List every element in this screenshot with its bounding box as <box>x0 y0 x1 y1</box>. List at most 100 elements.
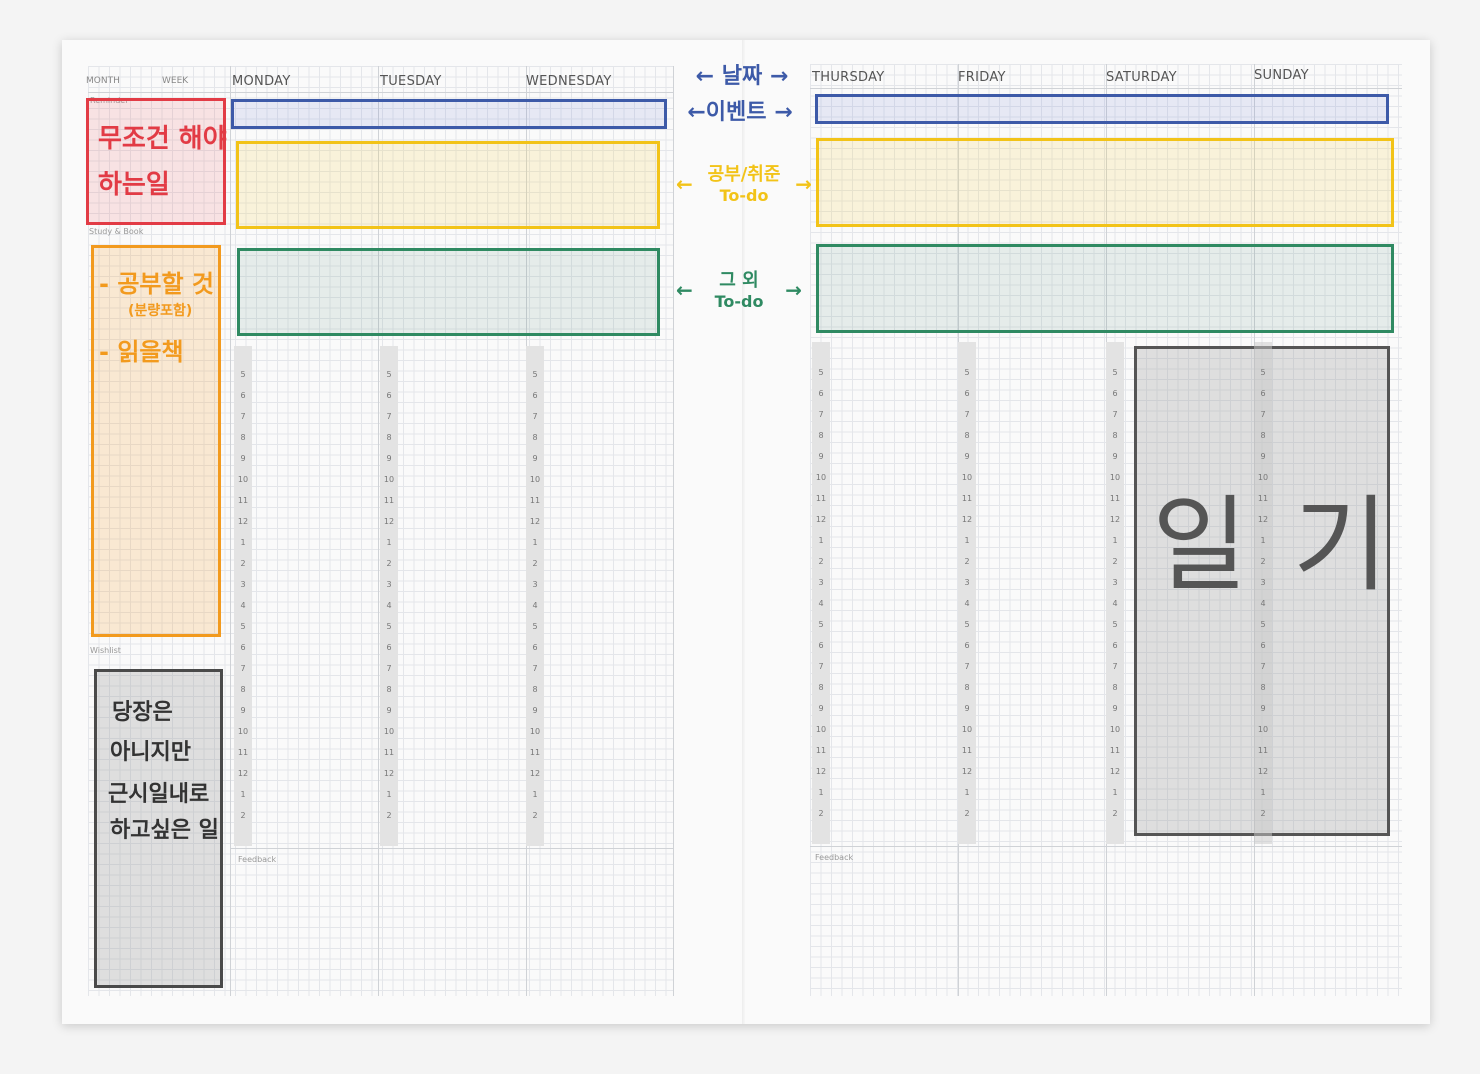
hour-label-saturday: 8 <box>1112 683 1118 692</box>
hour-label-friday: 6 <box>964 641 970 650</box>
hour-strip-thursday <box>812 342 830 844</box>
arrow-left-other: ← <box>676 278 693 302</box>
hour-label-saturday: 1 <box>1112 536 1118 545</box>
hour-label-wednesday: 9 <box>532 454 538 463</box>
month-label: MONTH <box>86 76 120 86</box>
hour-label-friday: 2 <box>964 557 970 566</box>
hour-label-sunday: 7 <box>1260 662 1266 671</box>
hour-label-wednesday: 10 <box>529 475 541 484</box>
hour-label-saturday: 12 <box>1109 515 1121 524</box>
hour-label-saturday: 2 <box>1112 557 1118 566</box>
hour-label-monday: 11 <box>237 748 249 757</box>
right-study-todo-box <box>816 138 1394 227</box>
hour-label-monday: 8 <box>240 433 246 442</box>
diary-label: 일 기 <box>1152 484 1395 606</box>
hour-label-thursday: 6 <box>818 389 824 398</box>
hour-label-sunday: 12 <box>1257 767 1269 776</box>
week-label: WEEK <box>162 76 189 86</box>
hour-label-saturday: 6 <box>1112 641 1118 650</box>
hour-label-thursday: 5 <box>818 620 824 629</box>
hour-label-wednesday: 10 <box>529 727 541 736</box>
hour-label-tuesday: 5 <box>386 370 392 379</box>
hour-label-friday: 1 <box>964 536 970 545</box>
right-other-todo-box <box>816 244 1394 333</box>
hour-label-thursday: 3 <box>818 578 824 587</box>
hour-label-wednesday: 7 <box>532 664 538 673</box>
hour-label-sunday: 4 <box>1260 599 1266 608</box>
someday-box <box>94 669 223 988</box>
hour-label-saturday: 1 <box>1112 788 1118 797</box>
hour-label-wednesday: 12 <box>529 517 541 526</box>
arrow-right-study: → <box>795 172 812 196</box>
right-header-rule <box>810 88 1402 89</box>
hour-label-saturday: 8 <box>1112 431 1118 440</box>
hour-label-thursday: 5 <box>818 368 824 377</box>
hour-label-tuesday: 8 <box>386 433 392 442</box>
other-annotation: ← 그 외 To-do → <box>676 266 802 311</box>
hour-label-friday: 10 <box>961 473 973 482</box>
study-book-box <box>91 245 221 637</box>
hour-label-wednesday: 4 <box>532 601 538 610</box>
hour-label-saturday: 10 <box>1109 725 1121 734</box>
hour-label-tuesday: 10 <box>383 475 395 484</box>
hour-label-tuesday: 9 <box>386 454 392 463</box>
hour-label-friday: 5 <box>964 620 970 629</box>
date-annotation: ← 날짜 → <box>695 64 789 89</box>
study-job-todo: To-do <box>719 186 769 205</box>
day-header-monday: MONDAY <box>232 74 291 89</box>
day-header-wednesday: WEDNESDAY <box>526 74 612 89</box>
hour-label-saturday: 6 <box>1112 389 1118 398</box>
hour-label-tuesday: 11 <box>383 748 395 757</box>
hour-label-saturday: 11 <box>1109 494 1121 503</box>
hour-label-thursday: 8 <box>818 683 824 692</box>
left-feedback-rule <box>230 848 674 849</box>
event-annotation: ←이벤트 → <box>687 100 793 125</box>
other-todo: To-do <box>714 292 764 311</box>
hour-strip-tuesday <box>380 346 398 846</box>
hour-label-sunday: 10 <box>1257 473 1269 482</box>
hour-label-wednesday: 6 <box>532 643 538 652</box>
hour-label-friday: 4 <box>964 599 970 608</box>
hour-label-sunday: 2 <box>1260 557 1266 566</box>
left-divider-1 <box>230 66 231 996</box>
day-header-tuesday: TUESDAY <box>380 74 442 89</box>
hour-label-saturday: 10 <box>1109 473 1121 482</box>
hour-label-thursday: 1 <box>818 536 824 545</box>
hour-label-saturday: 11 <box>1109 746 1121 755</box>
arrow-right-other: → <box>785 278 802 302</box>
hour-strip-saturday <box>1106 342 1124 844</box>
hour-label-friday: 5 <box>964 368 970 377</box>
hour-label-wednesday: 7 <box>532 412 538 421</box>
hour-label-monday: 6 <box>240 391 246 400</box>
hour-label-friday: 10 <box>961 725 973 734</box>
left-divider-4 <box>673 66 674 996</box>
hour-label-saturday: 9 <box>1112 704 1118 713</box>
hour-label-saturday: 9 <box>1112 452 1118 461</box>
left-header-rule <box>88 92 674 93</box>
hour-label-wednesday: 11 <box>529 748 541 757</box>
hour-label-thursday: 7 <box>818 662 824 671</box>
hour-label-sunday: 6 <box>1260 641 1266 650</box>
hour-label-thursday: 2 <box>818 557 824 566</box>
hour-label-friday: 9 <box>964 452 970 461</box>
hour-label-friday: 8 <box>964 431 970 440</box>
hour-label-monday: 10 <box>237 475 249 484</box>
hour-label-tuesday: 4 <box>386 601 392 610</box>
hour-label-sunday: 9 <box>1260 704 1266 713</box>
hour-label-monday: 12 <box>237 517 249 526</box>
hour-label-wednesday: 8 <box>532 433 538 442</box>
hour-label-monday: 1 <box>240 790 246 799</box>
hour-strip-sunday <box>1254 342 1272 844</box>
hour-label-monday: 1 <box>240 538 246 547</box>
study-note-line-1: - 공부할 것 <box>99 270 214 298</box>
must-do-line-1: 무조건 해야 <box>98 124 227 154</box>
hour-label-wednesday: 2 <box>532 811 538 820</box>
hour-label-friday: 11 <box>961 494 973 503</box>
left-feedback-label: Feedback <box>238 855 277 864</box>
day-header-sunday: SUNDAY <box>1254 68 1309 83</box>
hour-label-wednesday: 8 <box>532 685 538 694</box>
hour-label-sunday: 1 <box>1260 788 1266 797</box>
hour-label-monday: 7 <box>240 664 246 673</box>
hour-label-friday: 12 <box>961 515 973 524</box>
hour-label-wednesday: 5 <box>532 370 538 379</box>
